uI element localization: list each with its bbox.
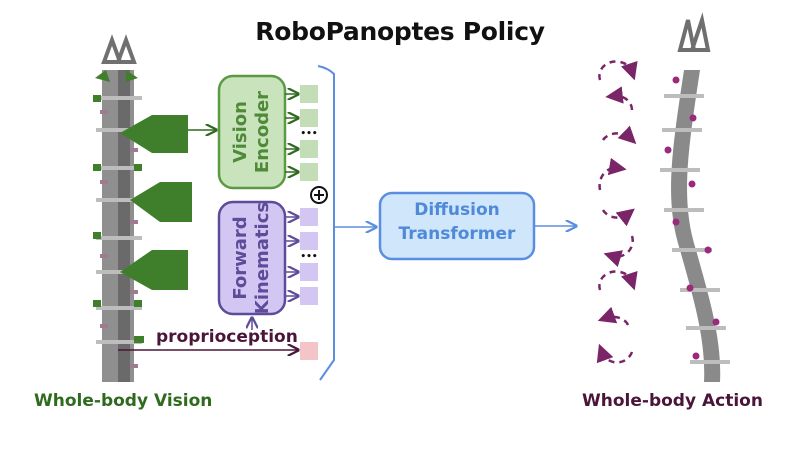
vision-token xyxy=(300,109,318,127)
vision-ellipsis: ••• xyxy=(300,129,317,139)
diffusion-transformer-label: Diffusion Transformer xyxy=(380,198,534,246)
caption-whole-body-action: Whole-body Action xyxy=(582,391,763,411)
action-arrow xyxy=(603,235,634,267)
camera-frustum-3 xyxy=(120,250,188,290)
camera-frustum-2 xyxy=(130,182,192,222)
vision-token xyxy=(300,163,318,181)
camera-frustum-1 xyxy=(120,115,188,153)
action-arrow xyxy=(605,86,634,111)
action-arrows xyxy=(596,60,638,364)
action-arrow xyxy=(597,306,630,326)
fk-ellipsis: ••• xyxy=(300,252,317,262)
fk-line2: Kinematics xyxy=(252,202,273,314)
caption-whole-body-vision: Whole-body Vision xyxy=(34,391,213,411)
forward-kinematics-block[interactable]: Forward Kinematics xyxy=(217,200,287,316)
concat-bracket xyxy=(317,65,335,381)
fk-token xyxy=(300,263,318,281)
vision-tokens: ••• xyxy=(285,85,318,181)
vision-encoder-block[interactable]: Vision Encoder xyxy=(217,74,287,190)
vision-token xyxy=(300,85,318,103)
fk-tokens: ••• xyxy=(285,208,318,305)
small-camera-icons xyxy=(93,70,144,343)
dt-line1: Diffusion xyxy=(414,200,500,220)
proprioception-label: proprioception xyxy=(156,327,298,347)
action-arrow xyxy=(601,208,635,227)
dt-line2: Transformer xyxy=(398,224,516,244)
fk-token xyxy=(300,232,318,250)
robot-left xyxy=(93,34,144,382)
proprio-token xyxy=(300,342,318,360)
fk-token xyxy=(300,287,318,305)
camera-frustums xyxy=(120,115,192,290)
vision-token xyxy=(300,140,318,158)
vision-encoder-line2: Encoder xyxy=(252,91,273,173)
action-arrow xyxy=(598,60,638,81)
fk-token xyxy=(300,208,318,226)
action-arrow xyxy=(598,270,638,291)
action-arrow xyxy=(596,343,634,364)
concat-icon xyxy=(310,186,328,204)
fk-line1: Forward xyxy=(230,216,251,299)
action-arrow xyxy=(601,125,637,145)
diagram-title: RoboPanoptes Policy xyxy=(255,17,545,46)
robot-right xyxy=(660,12,730,382)
vision-encoder-line1: Vision xyxy=(230,101,251,163)
action-arrow xyxy=(598,157,627,191)
